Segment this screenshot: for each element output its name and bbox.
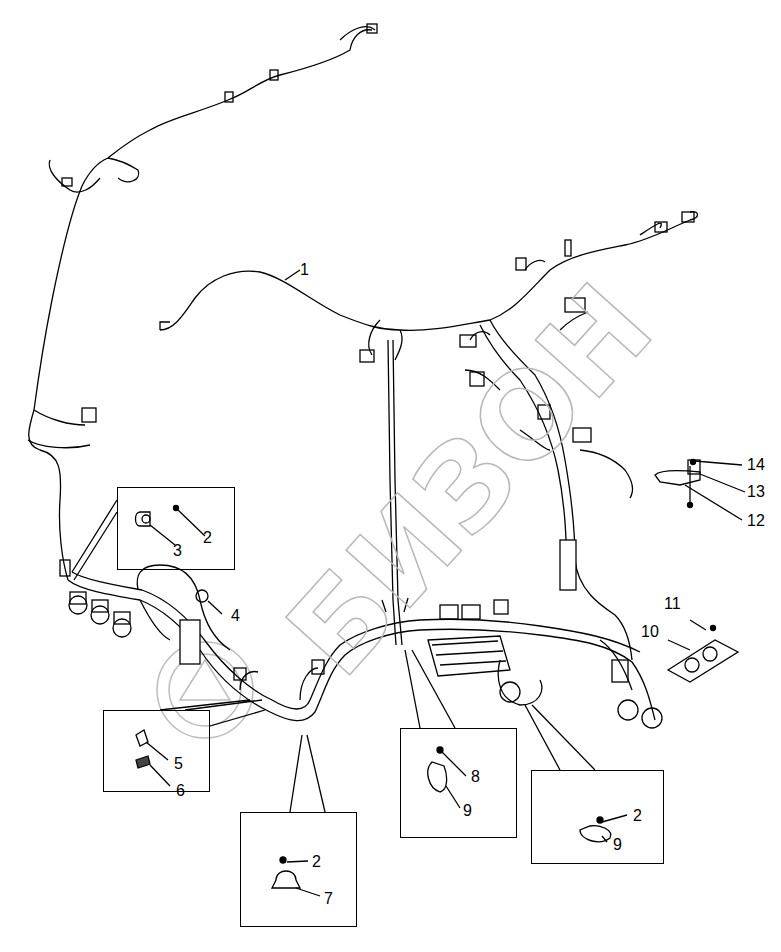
watermark: БИЗОН bbox=[268, 265, 671, 694]
callout-number: 9 bbox=[463, 803, 472, 819]
callout-number: 12 bbox=[747, 513, 765, 529]
callout-number: 2 bbox=[312, 854, 321, 870]
inset-box: 27 bbox=[240, 812, 357, 927]
callout-number: 3 bbox=[173, 543, 182, 559]
callout-number: 13 bbox=[747, 484, 765, 500]
inset-box: 56 bbox=[103, 710, 210, 792]
inset-box: 23 bbox=[117, 487, 235, 570]
inset-box: 29 bbox=[531, 770, 664, 864]
callout-number: 9 bbox=[613, 837, 622, 853]
callout-number: 8 bbox=[471, 769, 480, 785]
callout-number: 6 bbox=[176, 783, 185, 799]
inset-box: 89 bbox=[400, 728, 517, 838]
callout-number: 1 bbox=[300, 262, 309, 278]
callout-number: 5 bbox=[174, 756, 183, 772]
callout-number: 2 bbox=[203, 530, 212, 546]
callout-number: 10 bbox=[641, 624, 659, 640]
callout-number: 4 bbox=[231, 608, 240, 624]
callout-number: 11 bbox=[664, 596, 681, 612]
callout-number: 7 bbox=[324, 891, 333, 907]
callout-number: 2 bbox=[633, 808, 642, 824]
callout-number: 14 bbox=[747, 457, 765, 473]
